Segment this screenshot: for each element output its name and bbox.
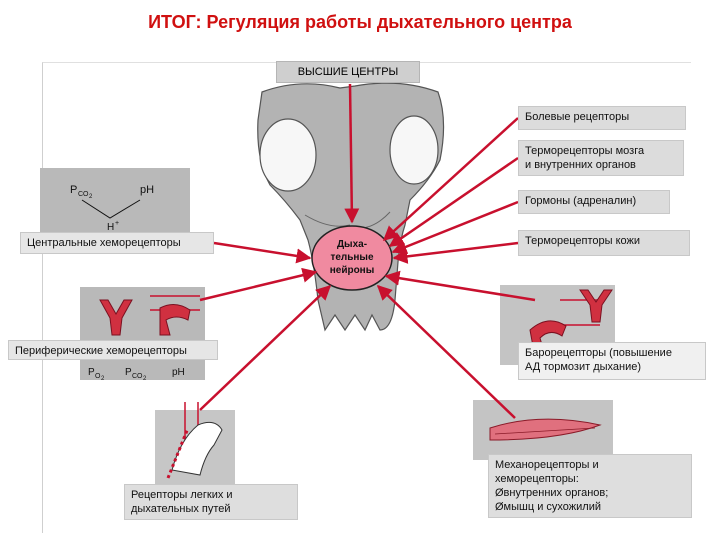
arrow-lung (199, 284, 332, 411)
svg-text:P: P (70, 184, 77, 196)
baro-line-2: АД тормозит дыхание) (525, 361, 642, 373)
baroreceptor-label: Барорецепторы (повышение АД тормозит дых… (518, 342, 706, 380)
peripheral-chemo-label: Периферические хеморецепторы (8, 340, 218, 360)
center-label-3: нейроны (330, 265, 375, 276)
page-title: ИТОГ: Регуляция работы дыхательного цент… (148, 12, 572, 32)
feeder-lines (150, 295, 600, 475)
respiratory-neurons-node (311, 225, 393, 291)
center-label-2: тельные (330, 252, 374, 263)
arrows-group (199, 83, 536, 419)
thermo-brain-line-1: Терморецепторы мозга (525, 145, 645, 157)
carotid-body-illustration (99, 299, 191, 336)
arrow-thermo-brain (388, 156, 519, 248)
svg-text:+: + (115, 220, 119, 227)
svg-text:2: 2 (89, 194, 93, 200)
thermo-brain-label: Терморецепторы мозга и внутренних органо… (518, 140, 684, 176)
arrow-thermo-skin (392, 241, 519, 264)
lung-receptor-label: Рецепторы легких и дыхательных путей (124, 484, 298, 520)
thermo-skin-label: Терморецепторы кожи (518, 230, 690, 256)
mech-line-4: Øмышц и сухожилий (495, 501, 601, 513)
svg-text:CO: CO (132, 373, 143, 380)
svg-text:2: 2 (101, 376, 105, 382)
arrow-hormones (391, 200, 519, 254)
lung-line-1: Рецепторы легких и (131, 489, 233, 501)
mech-line-2: хеморецепторы: (495, 473, 579, 485)
svg-text:O: O (95, 373, 101, 380)
arrow-baro (384, 270, 536, 302)
svg-text:H: H (107, 222, 114, 233)
svg-text:pH: pH (172, 367, 185, 378)
svg-text:CO: CO (78, 191, 89, 198)
mech-line-3: Øвнутренних органов; (495, 487, 609, 499)
arrow-mechano (376, 284, 516, 419)
baro-line-1: Барорецепторы (повышение (525, 347, 672, 359)
peripheral-chemo-formula: P O 2 P CO 2 pH (88, 367, 185, 382)
arrow-central-chemo (213, 241, 312, 264)
lung-receptor-illustration (166, 421, 223, 479)
central-chemo-panel (40, 168, 190, 240)
central-chemo-formula: P CO 2 pH H + (70, 184, 154, 233)
arrow-higher-centers (344, 83, 360, 224)
pain-receptors-label: Болевые рецепторы (518, 106, 686, 130)
center-label-1: Дыха- (337, 239, 367, 250)
thermo-brain-line-2: и внутренних органов (525, 159, 636, 171)
arrow-peripheral-chemo (199, 267, 318, 302)
svg-text:P: P (125, 367, 132, 378)
svg-text:P: P (88, 367, 95, 378)
central-chemo-label: Центральные хеморецепторы (20, 232, 214, 254)
muscle-illustration (489, 418, 602, 441)
svg-text:2: 2 (143, 376, 147, 382)
arrow-pain (382, 117, 519, 242)
mech-line-1: Механорецепторы и (495, 459, 599, 471)
lung-line-2: дыхательных путей (131, 503, 231, 515)
mechanoreceptor-label: Механорецепторы и хеморецепторы: Øвнутре… (488, 454, 692, 518)
svg-text:pH: pH (140, 184, 154, 196)
higher-centers-label: ВЫСШИЕ ЦЕНТРЫ (276, 61, 420, 83)
hormones-label: Гормоны (адреналин) (518, 190, 670, 214)
